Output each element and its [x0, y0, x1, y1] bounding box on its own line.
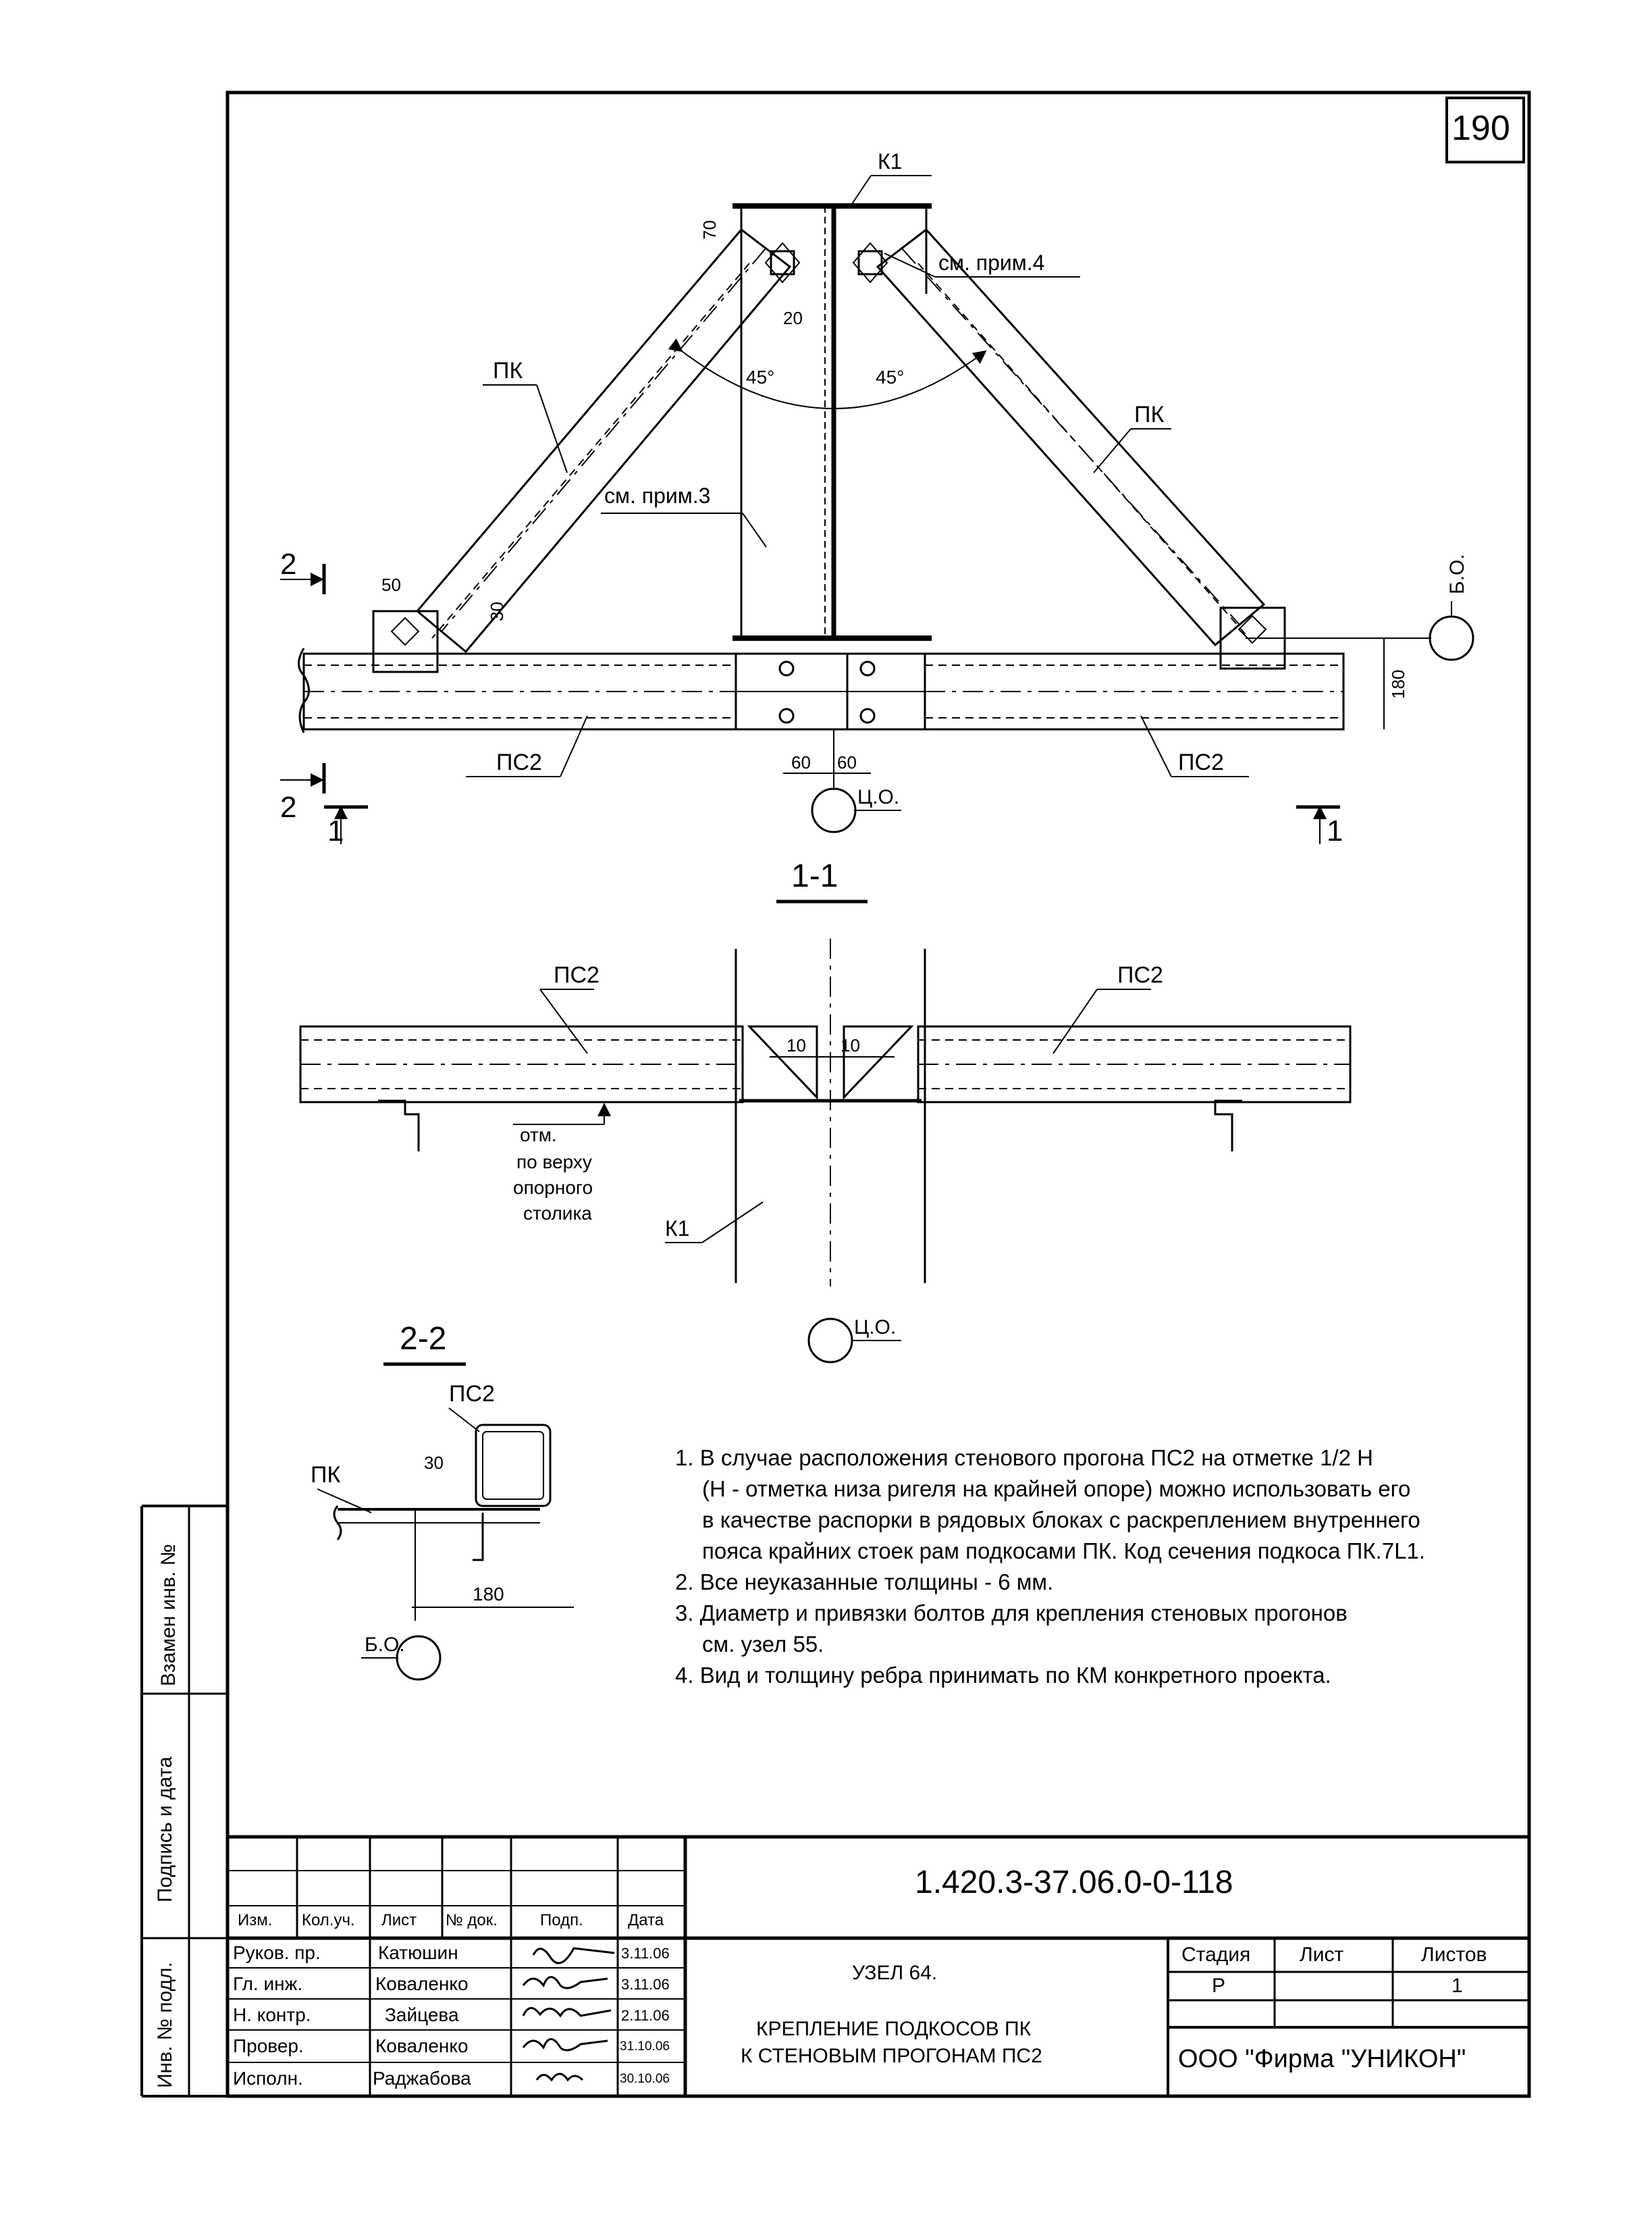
stage-value: Р: [1212, 1975, 1226, 1997]
dim-60-left: 60: [791, 752, 811, 773]
side-stamp-sign: Подпись и дата: [154, 1756, 176, 1902]
dim-10-left: 10: [787, 1035, 806, 1056]
label-section-1-left: 1: [327, 814, 344, 848]
sheet-number: 190: [1451, 109, 1510, 148]
tb-header-doc: № док.: [446, 1911, 498, 1929]
tb-header-date: Дата: [628, 1911, 664, 1929]
note-line: 1. В случае расположения стенового прого…: [675, 1445, 1373, 1470]
sheets-header: Листов: [1421, 1944, 1487, 1966]
dim-angle-right: 45°: [876, 367, 904, 388]
signatures: [522, 1947, 615, 2082]
note-line: в качестве распорки в рядовых блоках с р…: [702, 1507, 1420, 1532]
label-pk-left: ПК: [493, 358, 523, 384]
dim-70: 70: [699, 220, 720, 240]
stage-header: Стадия: [1181, 1944, 1251, 1966]
label-otm: отм.: [520, 1124, 557, 1145]
tb-date: 3.11.06: [621, 1945, 670, 1962]
label-see-note3: см. прим.3: [604, 484, 710, 508]
label-co: Ц.О.: [854, 1316, 896, 1338]
label-ps2: ПС2: [449, 1381, 495, 1407]
tb-header-izm: Изм.: [238, 1911, 273, 1929]
label-bo: Б.О.: [1446, 554, 1468, 594]
note-line: 4. Вид и толщину ребра принимать по КМ к…: [675, 1663, 1331, 1688]
label-ps2-left: ПС2: [554, 962, 599, 988]
section-1-1-title: 1-1: [791, 858, 838, 894]
sheet-header: Лист: [1300, 1944, 1344, 1966]
label-pk-right: ПК: [1134, 402, 1164, 427]
tb-role: Н. контр.: [233, 2004, 311, 2025]
label-pk: ПК: [311, 1462, 340, 1488]
tb-header-list: Лист: [381, 1911, 417, 1929]
tb-role: Гл. инж.: [233, 1973, 303, 1994]
tb-name: Катюшин: [378, 1942, 458, 1963]
section-2-2: [317, 1362, 574, 1681]
note-line: пояса крайних стоек рам подкосами ПК. Ко…: [702, 1538, 1426, 1563]
label-ps2-right: ПС2: [1117, 962, 1163, 988]
tb-header-kol: Кол.уч.: [302, 1911, 355, 1929]
label-bo: Б.О.: [365, 1634, 405, 1656]
side-stamp-inv: Инв. № подл.: [154, 1962, 176, 2088]
tb-name: Зайцева: [385, 2004, 459, 2025]
label-see-note4: см. прим.4: [938, 251, 1044, 275]
tb-name: Коваленко: [375, 1973, 469, 1994]
tb-date: 2.11.06: [621, 2007, 670, 2024]
note-line: (Н - отметка низа ригеля на крайней опор…: [702, 1476, 1411, 1501]
side-stamp-swap: Взамен инв. №: [157, 1544, 180, 1686]
label-section-1-right: 1: [1327, 814, 1343, 848]
dim-30: 30: [487, 602, 507, 621]
dim-180: 180: [473, 1584, 504, 1605]
tb-date: 30.10.06: [620, 2072, 670, 2086]
label-otm-line4: столика: [523, 1203, 592, 1224]
label-otm-line2: по верху: [516, 1151, 592, 1172]
dim-60-right: 60: [837, 752, 857, 773]
section-1-1: [299, 900, 1352, 1363]
tb-role: Провер.: [233, 2035, 304, 2056]
dim-180: 180: [1388, 670, 1408, 699]
sheet-frame: [140, 90, 1531, 2098]
section-2-2-title: 2-2: [400, 1321, 447, 1357]
dim-angle-left: 45°: [746, 367, 774, 388]
note-line: см. узел 55.: [702, 1632, 824, 1657]
tb-date: 3.11.06: [621, 1976, 670, 1993]
dim-20: 20: [783, 308, 803, 328]
drawing-code: 1.420.3-37.06.0-0-118: [915, 1865, 1233, 1900]
node-title: УЗЕЛ 64.: [852, 1962, 938, 1984]
sheets-value: 1: [1451, 1975, 1463, 1997]
dim-10-right: 10: [841, 1035, 860, 1056]
label-otm-line3: опорного: [513, 1177, 593, 1198]
company-name: ООО "Фирма "УНИКОН": [1178, 2045, 1466, 2073]
label-k1: К1: [665, 1216, 689, 1241]
tb-header-podp: Подп.: [540, 1911, 583, 1929]
dim-50: 50: [381, 575, 401, 595]
tb-name: Коваленко: [375, 2035, 469, 2056]
label-ps2-left: ПС2: [496, 750, 542, 775]
note-line: 3. Диаметр и привязки болтов для креплен…: [675, 1600, 1348, 1625]
label-co: Ц.О.: [857, 786, 899, 808]
main-view: [280, 175, 1474, 844]
label-k1: К1: [878, 149, 902, 174]
tb-date: 31.10.06: [620, 2039, 670, 2054]
label-section-2-top: 2: [280, 548, 296, 581]
node-title-line2: КРЕПЛЕНИЕ ПОДКОСОВ ПК: [756, 2018, 1032, 2040]
title-block-grid: [228, 1835, 1529, 2096]
tb-name: Раджабова: [373, 2068, 471, 2089]
tb-role: Руков. пр.: [233, 1942, 321, 1963]
label-ps2-right: ПС2: [1178, 750, 1224, 775]
tb-role: Исполн.: [233, 2068, 303, 2089]
dim-30: 30: [424, 1453, 444, 1473]
note-line: 2. Все неуказанные толщины - 6 мм.: [675, 1569, 1054, 1594]
label-section-2-bottom: 2: [280, 791, 296, 824]
node-title-line3: К СТЕНОВЫМ ПРОГОНАМ ПС2: [741, 2045, 1042, 2067]
notes: 1. В случае расположения стенового прого…: [675, 1442, 1533, 1691]
